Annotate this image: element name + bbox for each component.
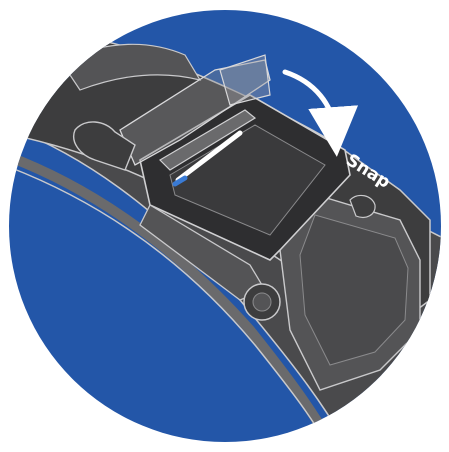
latch-knob-inner [253,293,271,311]
